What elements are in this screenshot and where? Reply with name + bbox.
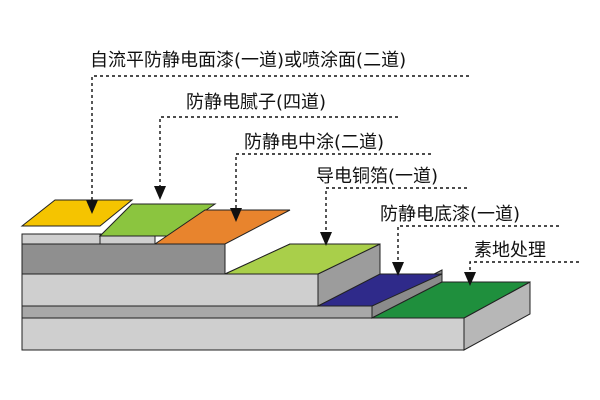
leader-copper-foil <box>325 187 468 236</box>
arrow-substrate <box>464 272 476 286</box>
leader-putty <box>159 116 400 194</box>
base-slab-front <box>21 317 465 351</box>
label-primer: 防静电底漆(一道) <box>380 204 520 225</box>
top-step-front <box>21 233 101 245</box>
layer-middle-coat-face <box>153 209 291 245</box>
layer-top-coat-face <box>20 199 134 227</box>
labels: 自流平防静电面漆(一道)或喷涂面(二道) 防静电腻子(四道) 防静电中涂(二道)… <box>90 50 546 261</box>
arrow-middle-coat <box>230 208 242 222</box>
leader-substrate <box>469 261 582 270</box>
layer-substrate-face <box>371 281 531 319</box>
layer-primer-face <box>317 273 443 307</box>
label-putty: 防静电腻子(四道) <box>186 92 326 113</box>
label-top-coat: 自流平防静电面漆(一道)或喷涂面(二道) <box>90 50 406 71</box>
arrow-putty <box>154 186 166 200</box>
label-middle-coat: 防静电中涂(二道) <box>244 132 384 153</box>
leader-primer <box>397 225 560 266</box>
leader-lines <box>86 75 582 286</box>
label-copper-foil: 导电铜箔(一道) <box>316 166 438 187</box>
arrow-top-coat <box>86 200 98 214</box>
middle-step-front <box>21 273 319 307</box>
layer-copper-foil-face <box>224 243 381 275</box>
upper-dark-band <box>21 243 226 275</box>
arrow-copper-foil <box>320 232 332 246</box>
lower-step-thin <box>21 305 373 319</box>
label-substrate: 素地处理 <box>474 240 546 261</box>
layer-putty-face <box>98 203 217 237</box>
leader-middle-coat <box>235 153 432 214</box>
colored-layers <box>20 199 531 319</box>
arrow-primer <box>392 262 404 276</box>
